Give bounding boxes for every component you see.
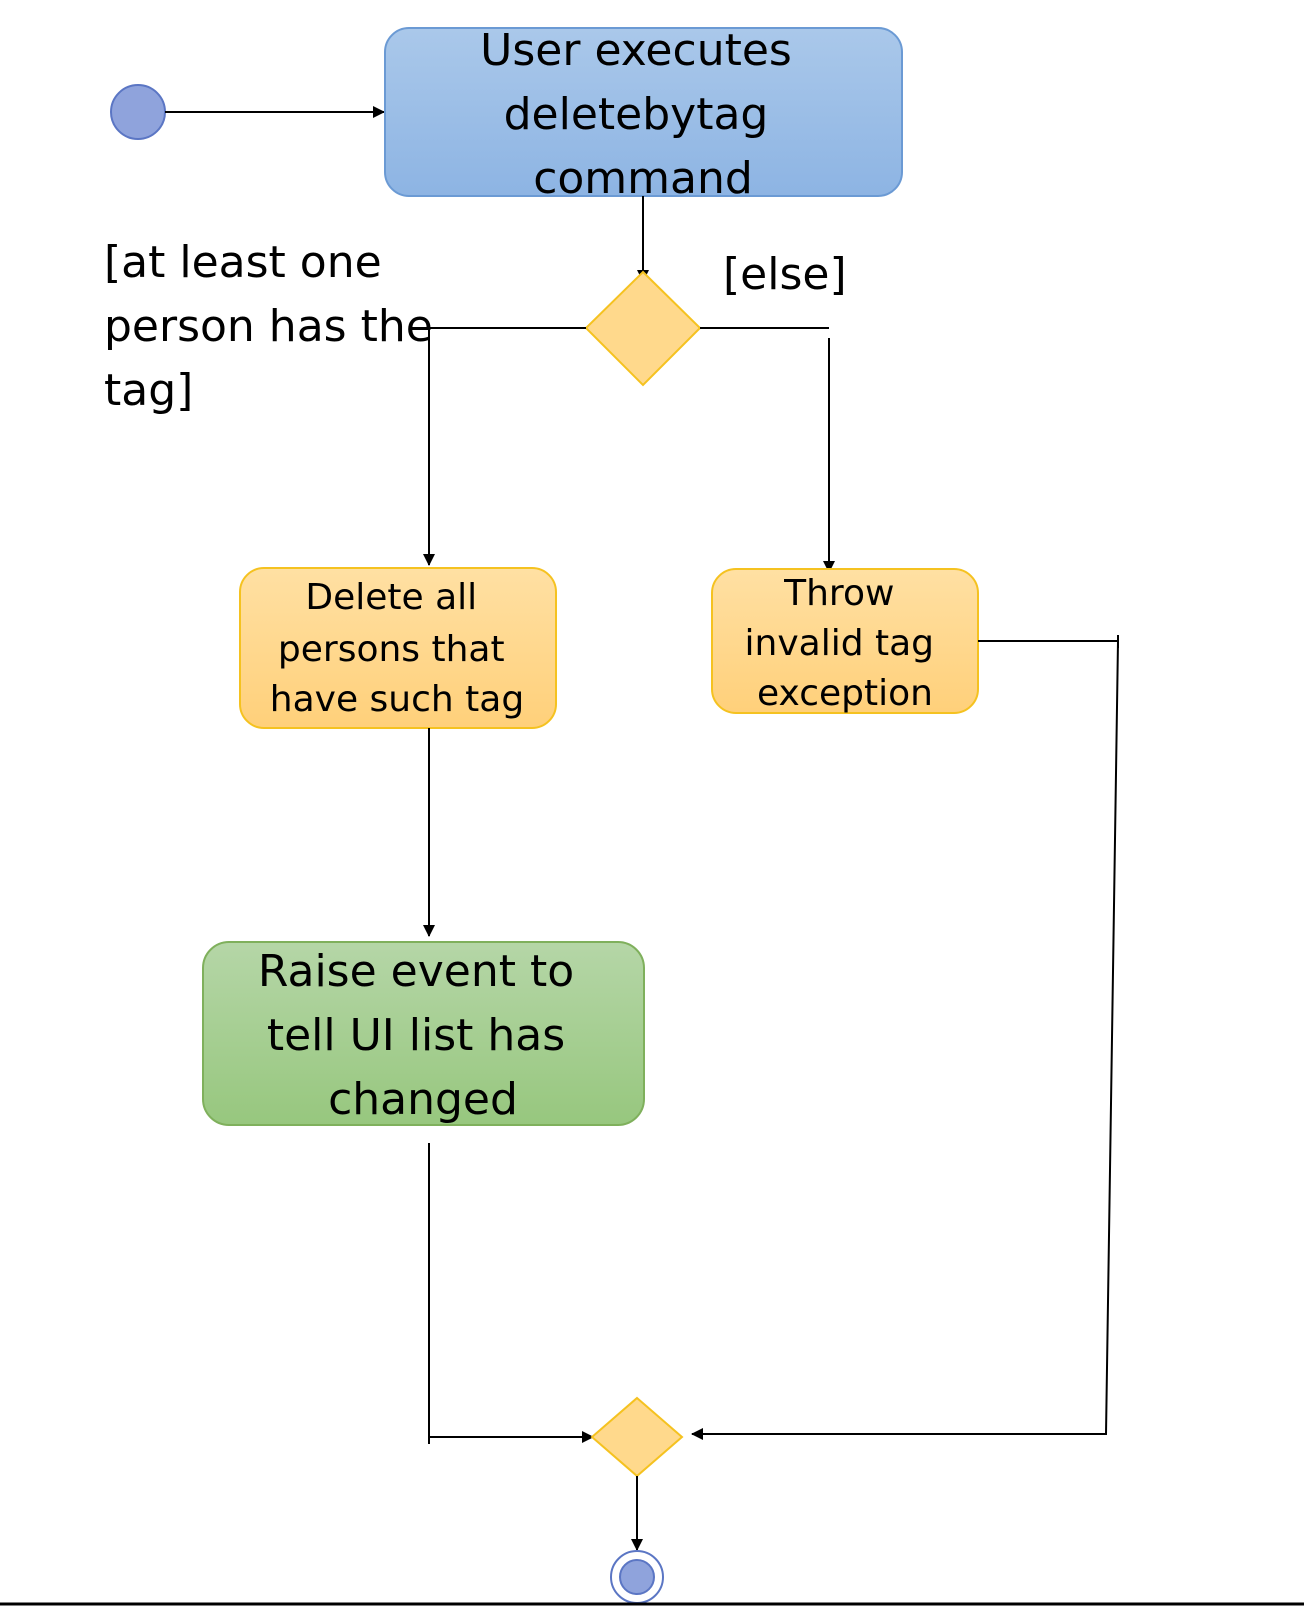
guard-has-tag-line-1: [at least one [104,237,382,288]
raise-event-label: Raise event to tell UI list has changed [258,946,588,1125]
delete-all-label: Delete all persons that have such tag [270,577,524,720]
raise-event-line-3: changed [328,1074,518,1125]
throw-exception-line-1: Throw [783,573,894,614]
raise-event-line-1: Raise event to [258,946,574,997]
user-executes-line-3: command [533,153,753,204]
delete-all-node [239,567,557,729]
decision-node [584,270,702,387]
raise-event-node [202,941,645,1126]
edge-throw-exception-to-merge [691,640,1120,1440]
end-node [619,1559,655,1595]
throw-exception-line-3: exception [757,673,933,714]
throw-exception-line-2: invalid tag [745,623,935,664]
edge-raise-event-to-merge [428,1143,594,1443]
guard-has-tag-line-3: tag] [104,365,193,416]
throw-exception-label: Throw invalid tag exception [745,573,946,714]
user-executes-label: User executes deletebytag command [480,25,806,204]
delete-all-line-3: have such tag [270,679,524,720]
edge-decision-to-delete-all [423,327,586,566]
delete-all-line-1: Delete all [305,577,477,618]
user-executes-line-2: deletebytag [504,89,769,140]
delete-all-line-2: persons that [278,629,505,670]
raise-event-line-2: tell UI list has [267,1010,565,1061]
merge-node [590,1396,684,1478]
start-node [110,84,166,140]
guard-else: [else] [723,249,847,300]
guard-has-tag: [at least one person has the tag] [104,237,447,416]
guard-else-line-1: [else] [723,249,847,300]
user-executes-line-1: User executes [480,25,792,76]
guard-has-tag-line-2: person has the [104,301,433,352]
